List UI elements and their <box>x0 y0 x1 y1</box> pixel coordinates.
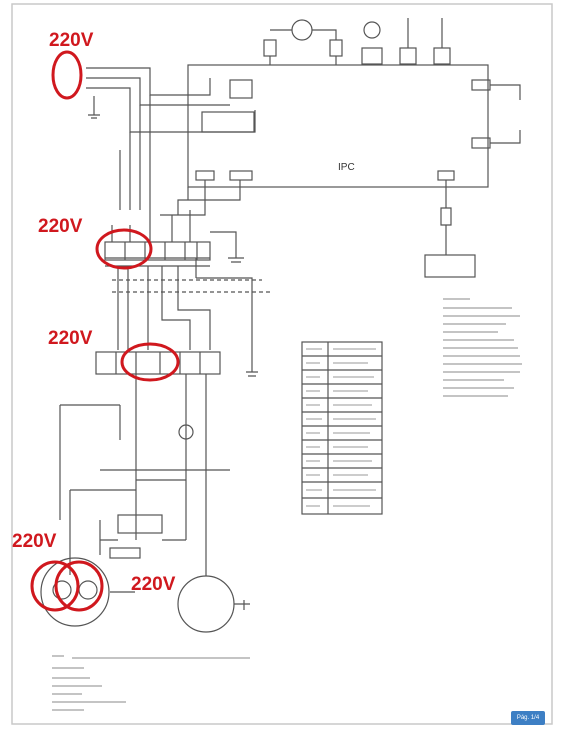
wires <box>40 18 521 633</box>
highlight-ellipse <box>95 228 153 270</box>
voltage-label: 220V <box>38 216 83 237</box>
ipc-label: IPC <box>338 162 355 173</box>
table-cells <box>306 348 376 507</box>
highlight-ellipse <box>54 560 104 612</box>
highlight-ellipse <box>51 50 83 100</box>
compressor-icon <box>40 557 110 627</box>
legend-bottom <box>52 655 250 711</box>
voltage-label: 220V <box>49 30 94 51</box>
page-badge: Pág. 1/4 <box>511 711 545 725</box>
legend-right <box>440 294 530 402</box>
highlight-marks <box>30 50 180 612</box>
voltage-label: 220V <box>12 531 57 552</box>
highlight-ellipse <box>120 342 180 382</box>
voltage-label: 220V <box>131 574 176 595</box>
ipc-board <box>187 64 489 188</box>
transformer-box <box>424 254 476 278</box>
motor-icon <box>363 21 381 39</box>
highlight-ellipse <box>30 560 80 612</box>
voltage-label: 220V <box>48 328 93 349</box>
